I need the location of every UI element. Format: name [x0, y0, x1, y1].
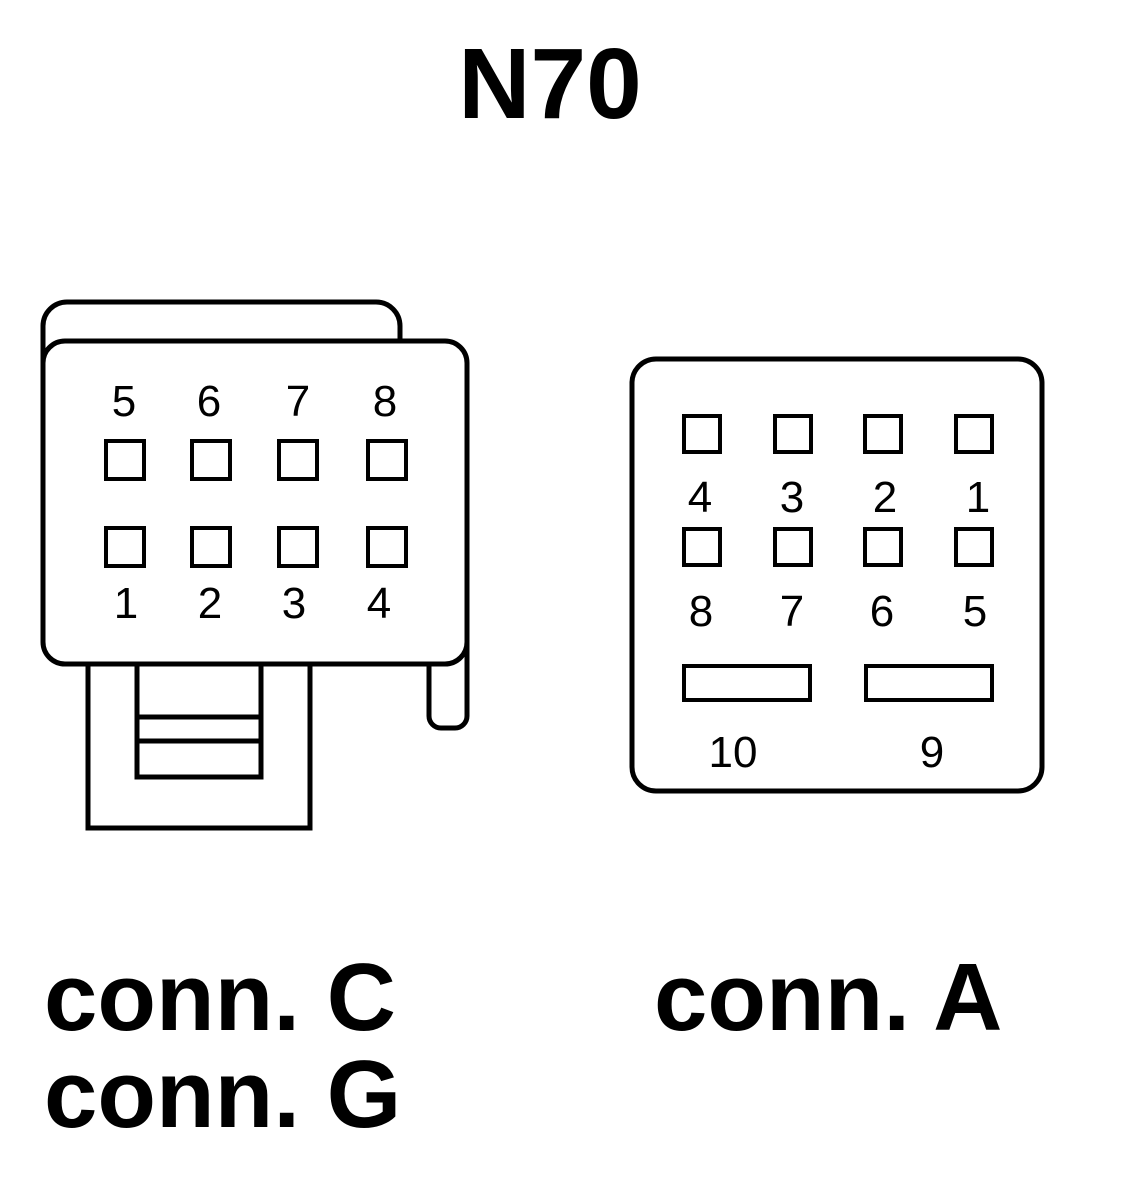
- pin-label: 6: [870, 587, 894, 636]
- connector-right: 4 3 2 1 8 7 6 5 10 9: [629, 356, 1045, 794]
- pin-label: 10: [709, 728, 758, 777]
- pin-socket-a-8: [682, 527, 722, 567]
- pin-socket-c-8: [366, 439, 408, 481]
- connector-left-label-c: conn. C: [44, 944, 396, 1051]
- pin-label: 4: [688, 473, 712, 522]
- pin-socket-a-4: [682, 414, 722, 454]
- pin-label: 3: [282, 579, 306, 628]
- pin-label: 1: [114, 579, 138, 628]
- pin-label: 4: [367, 579, 391, 628]
- pin-label: 3: [780, 473, 804, 522]
- pin-label: 9: [920, 728, 944, 777]
- diagram-title: N70: [458, 28, 641, 140]
- pin-socket-c-6: [190, 439, 232, 481]
- pin-socket-c-3: [277, 526, 319, 568]
- pin-label: 7: [780, 587, 804, 636]
- connector-left: 5 6 7 8 1 2 3 4: [40, 299, 470, 831]
- pin-socket-a-3: [773, 414, 813, 454]
- pin-socket-a-9: [864, 664, 994, 702]
- pin-socket-a-10: [682, 664, 812, 702]
- pin-label: 8: [373, 377, 397, 426]
- pin-socket-a-6: [863, 527, 903, 567]
- pin-socket-c-7: [277, 439, 319, 481]
- pin-socket-a-2: [863, 414, 903, 454]
- pin-socket-a-1: [954, 414, 994, 454]
- connector-left-label-g: conn. G: [44, 1041, 401, 1148]
- pin-socket-c-1: [104, 526, 146, 568]
- pin-socket-a-5: [954, 527, 994, 567]
- pin-label: 7: [286, 377, 310, 426]
- pin-label: 5: [112, 377, 136, 426]
- pin-socket-c-4: [366, 526, 408, 568]
- pin-label: 2: [198, 579, 222, 628]
- connector-right-label-a: conn. A: [654, 944, 1002, 1051]
- pin-label: 8: [689, 587, 713, 636]
- connector-left-front-housing: [40, 338, 470, 667]
- pin-label: 6: [197, 377, 221, 426]
- pin-socket-a-7: [773, 527, 813, 567]
- pin-socket-c-5: [104, 439, 146, 481]
- pin-label: 1: [966, 473, 990, 522]
- pin-socket-c-2: [190, 526, 232, 568]
- pin-label: 5: [963, 587, 987, 636]
- pin-label: 2: [873, 473, 897, 522]
